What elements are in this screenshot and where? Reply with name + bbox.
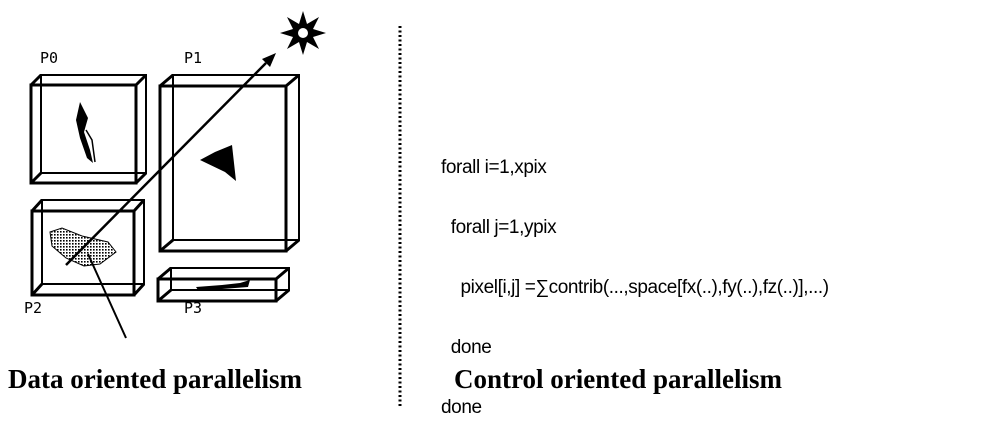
star-burst-icon <box>280 11 326 55</box>
caption-control-oriented: Control oriented parallelism <box>454 364 782 394</box>
processor-label-p2: P2 <box>24 299 42 317</box>
volume-fragment-p3 <box>196 280 250 290</box>
code-line: forall i=1,xpix <box>441 157 547 178</box>
ray-arrow <box>65 53 276 266</box>
caption-data-oriented: Data oriented parallelism <box>8 364 302 394</box>
volume-fragment-p0 <box>76 102 96 163</box>
processor-label-p1: P1 <box>184 49 202 67</box>
processor-label-p3: P3 <box>184 299 202 317</box>
processor-label-p0: P0 <box>40 49 58 67</box>
code-line: pixel[i,j] =∑contrib(...,space[fx(..),fy… <box>441 277 830 298</box>
processor-cube-p2 <box>30 198 146 297</box>
diagram-canvas: P0 P1 P2 P3 <box>8 11 782 408</box>
code-line: forall j=1,ypix <box>441 217 557 238</box>
pseudocode-block: forall i=1,xpix forall j=1,ypix pixel[i,… <box>441 118 829 438</box>
code-line: done <box>441 337 492 358</box>
processor-box-p3 <box>156 266 290 303</box>
processor-cube-p0 <box>29 73 148 185</box>
pointer-line <box>87 253 127 339</box>
code-line: done <box>441 397 482 418</box>
volume-fragment-p1 <box>200 145 236 181</box>
